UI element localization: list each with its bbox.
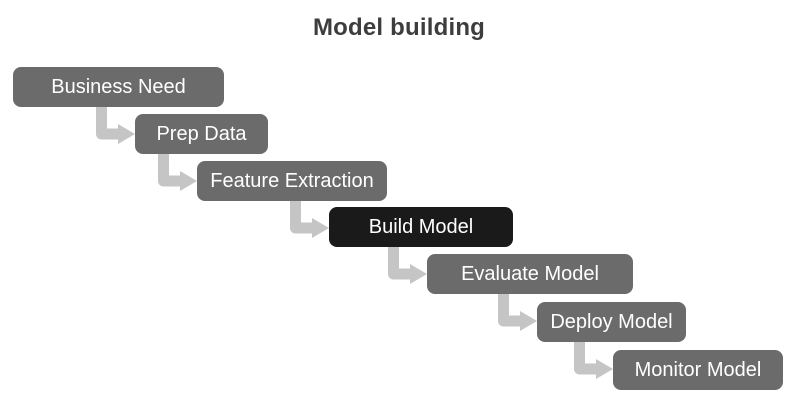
elbow-arrow-icon bbox=[388, 247, 428, 286]
elbow-arrow-icon bbox=[498, 294, 538, 333]
step-build-model: Build Model bbox=[329, 207, 513, 247]
elbow-arrow-icon bbox=[574, 342, 614, 381]
step-prep-data: Prep Data bbox=[135, 114, 268, 154]
step-evaluate-model: Evaluate Model bbox=[427, 254, 633, 294]
step-deploy-model: Deploy Model bbox=[537, 302, 686, 342]
diagram-title: Model building bbox=[312, 14, 486, 41]
step-monitor-model: Monitor Model bbox=[613, 350, 783, 390]
elbow-arrow-icon bbox=[96, 107, 136, 146]
elbow-arrow-icon bbox=[290, 201, 330, 240]
step-business-need: Business Need bbox=[13, 67, 224, 107]
step-feature-extraction: Feature Extraction bbox=[197, 161, 387, 201]
elbow-arrow-icon bbox=[158, 154, 198, 193]
